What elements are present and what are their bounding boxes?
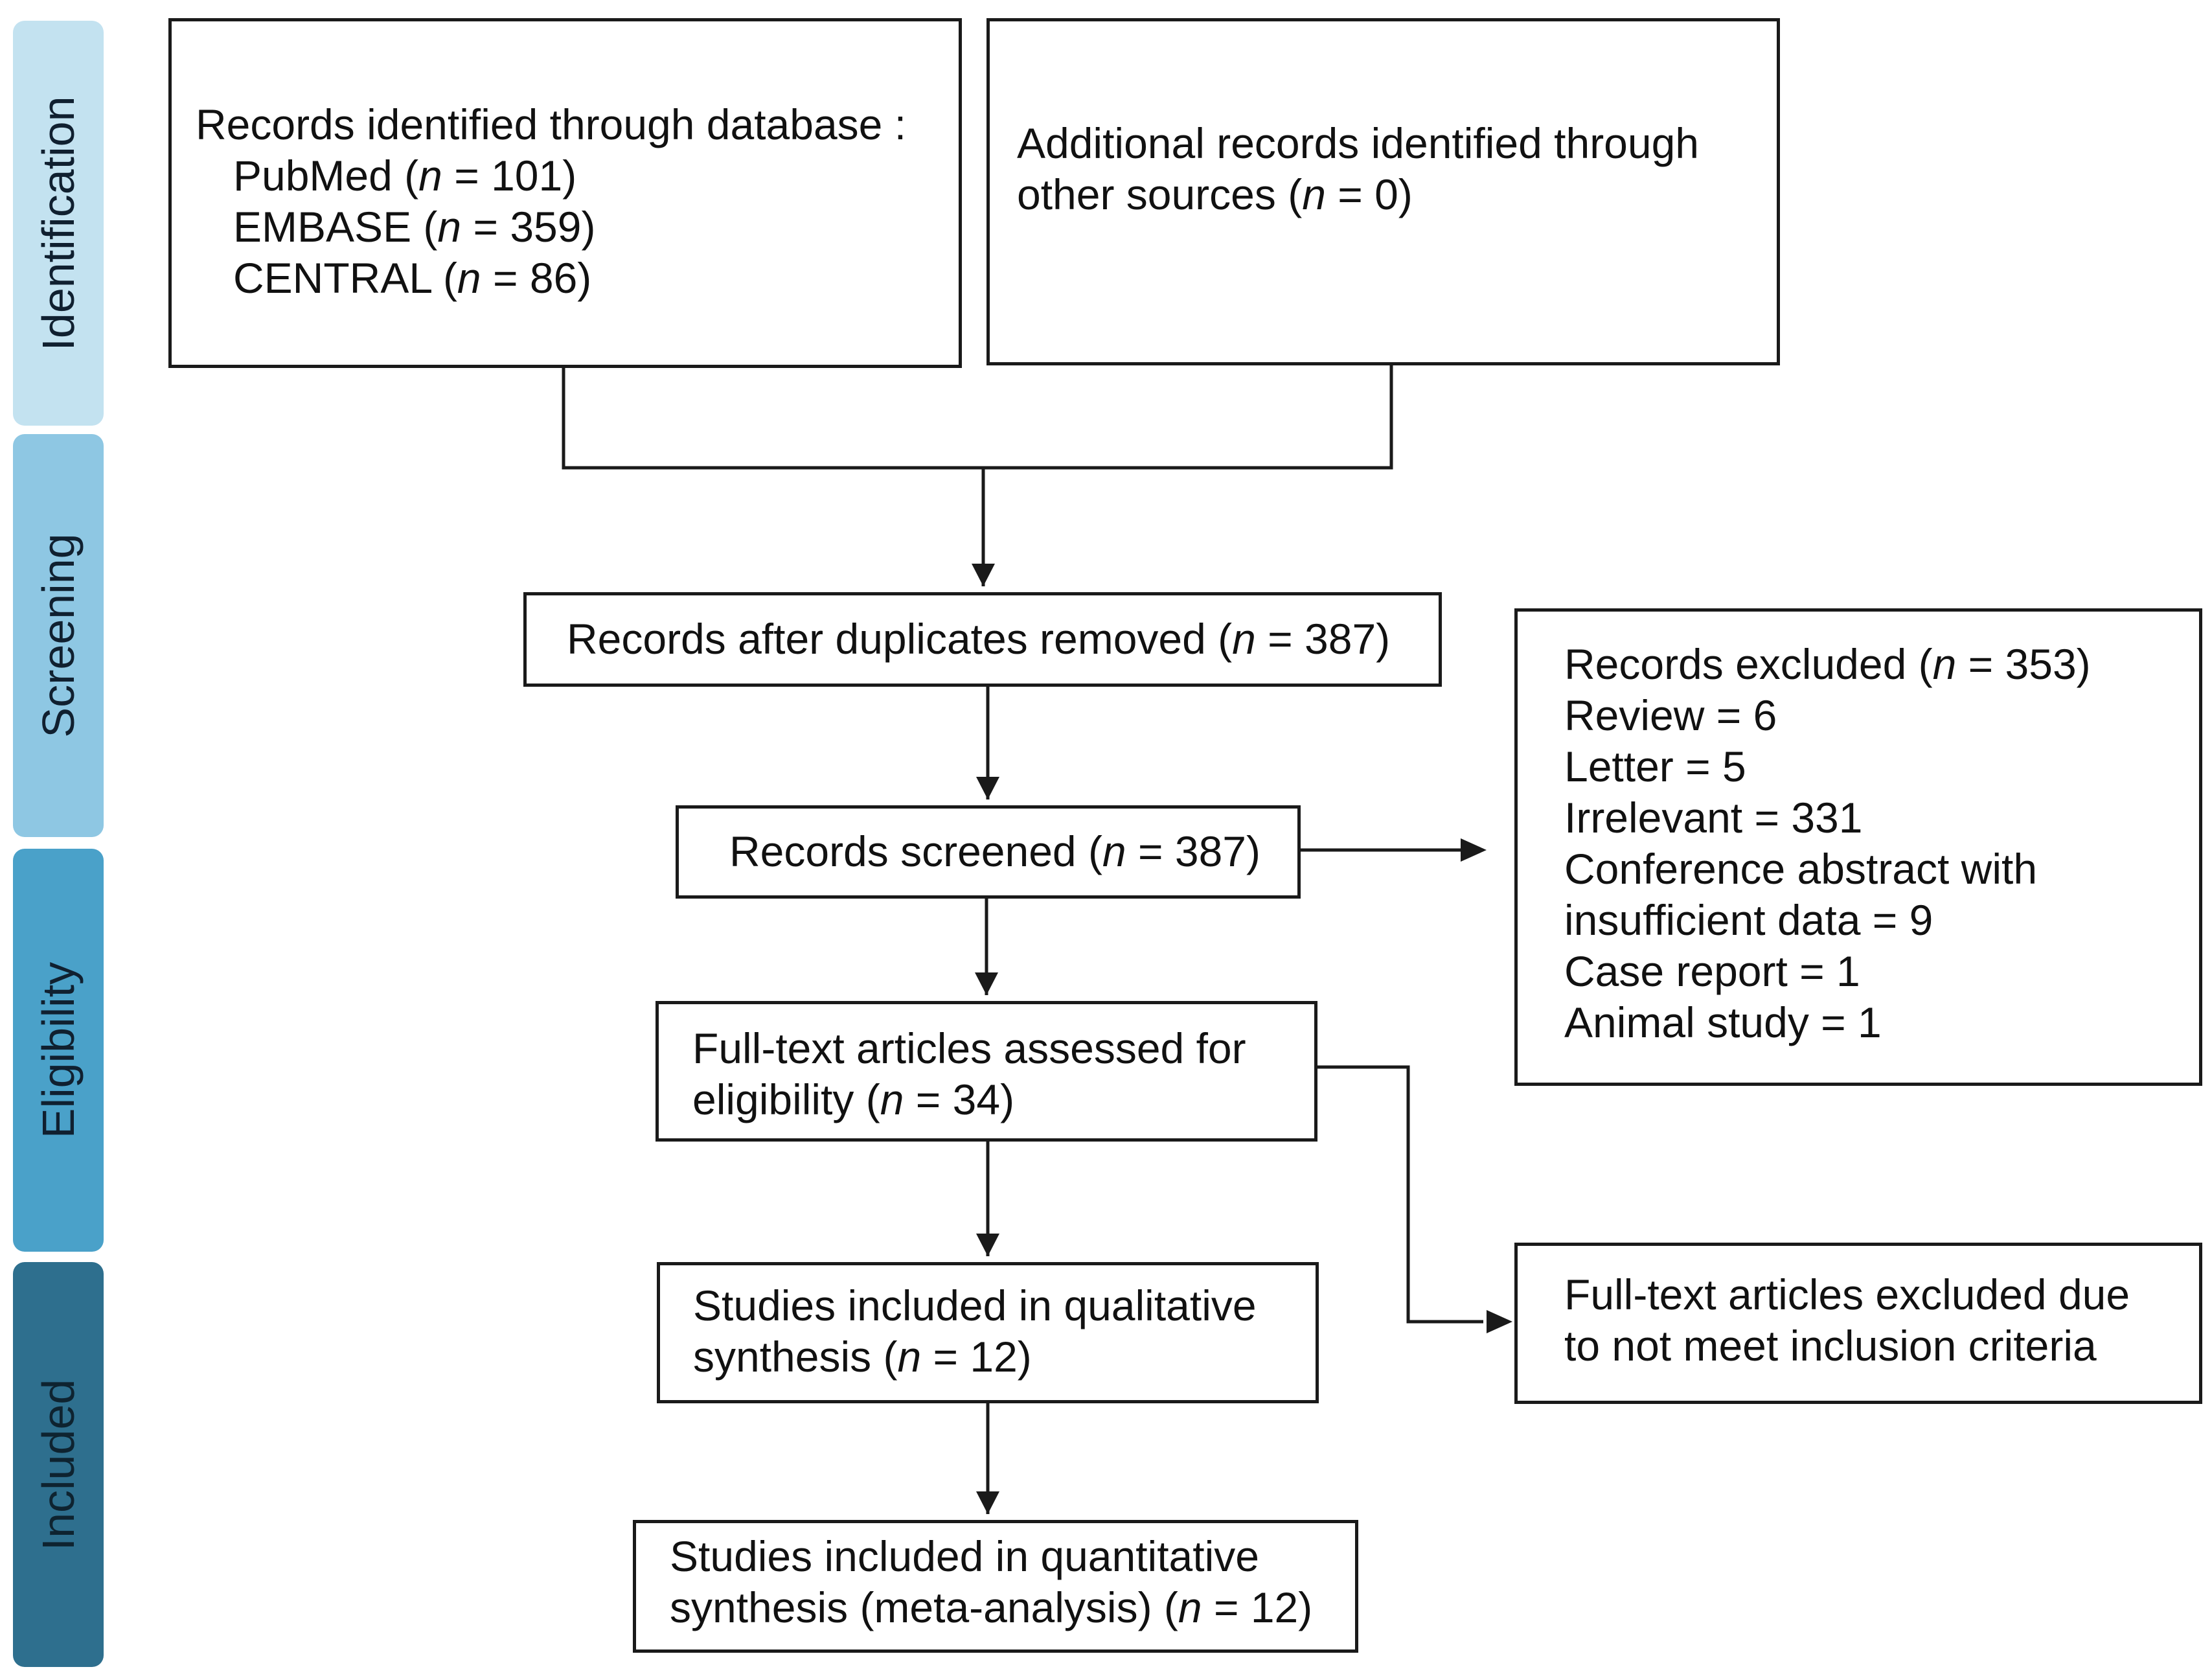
arrowhead	[976, 1491, 999, 1514]
quantitative-line1: Studies included in quantitative	[670, 1532, 1259, 1580]
stage-identification: Identification	[13, 21, 104, 426]
box-qualitative-synthesis: Studies included in qualitative synthesi…	[657, 1262, 1319, 1403]
excluded-reason: Letter = 5	[1564, 742, 1746, 790]
box-fulltext-assessed: Full-text articles assessed for eligibil…	[656, 1001, 1317, 1142]
box-duplicates-removed: Records after duplicates removed (n = 38…	[523, 592, 1442, 687]
other-sources-line1: Additional records identified through	[1017, 119, 1700, 167]
quantitative-line2: synthesis (meta-analysis) (n = 12)	[670, 1583, 1313, 1631]
box-quantitative-synthesis: Studies included in quantitative synthes…	[633, 1520, 1358, 1653]
fulltext-line1: Full-text articles assessed for	[692, 1024, 1246, 1072]
stage-screening: Screening	[13, 434, 104, 837]
qualitative-line1: Studies included in qualitative	[693, 1281, 1257, 1329]
database-heading: Records identified through database :	[196, 100, 907, 148]
qualitative-line2: synthesis (n = 12)	[693, 1333, 1032, 1381]
excluded-reason: Irrelevant = 331	[1564, 794, 1863, 842]
other-sources-line2: other sources (n = 0)	[1017, 170, 1413, 218]
box-records-screened: Records screened (n = 387)	[676, 805, 1301, 899]
arrowhead	[976, 1234, 999, 1256]
excluded-reason: Conference abstract with	[1564, 845, 2038, 893]
excluded-reason: Animal study = 1	[1564, 998, 1882, 1046]
excluded-reason: insufficient data = 9	[1564, 896, 1933, 944]
dedup-text: Records after duplicates removed (n = 38…	[567, 615, 1391, 663]
arrowhead	[972, 564, 995, 586]
ft-excluded-elbow	[1317, 1065, 1483, 1324]
ft-excluded-line2: to not meet inclusion criteria	[1564, 1322, 2097, 1370]
arrowhead	[1461, 838, 1487, 862]
box-records-excluded: Records excluded (n = 353) Review = 6 Le…	[1514, 608, 2202, 1086]
arrowhead	[976, 777, 999, 799]
box-fulltext-excluded: Full-text articles excluded due to not m…	[1514, 1243, 2202, 1404]
excluded-reason: Case report = 1	[1564, 947, 1860, 995]
arrowhead	[1487, 1310, 1512, 1333]
arrowhead	[975, 972, 998, 995]
merge-line	[562, 365, 1393, 470]
stage-included: Included	[13, 1262, 104, 1667]
box-other-sources: Additional records identified through ot…	[986, 18, 1780, 365]
pubmed-line: PubMed (n = 101)	[233, 152, 577, 200]
fulltext-line2: eligibility (n = 34)	[692, 1075, 1015, 1123]
embase-line: EMBASE (n = 359)	[233, 203, 596, 251]
screened-text: Records screened (n = 387)	[729, 827, 1260, 875]
stage-eligibility: Eligibility	[13, 849, 104, 1252]
box-database-records: Records identified through database : Pu…	[168, 18, 962, 368]
excluded-reason: Review = 6	[1564, 691, 1777, 739]
central-line: CENTRAL (n = 86)	[233, 254, 592, 302]
excluded-total: Records excluded (n = 353)	[1564, 640, 2091, 688]
ft-excluded-line1: Full-text articles excluded due	[1564, 1270, 2130, 1318]
